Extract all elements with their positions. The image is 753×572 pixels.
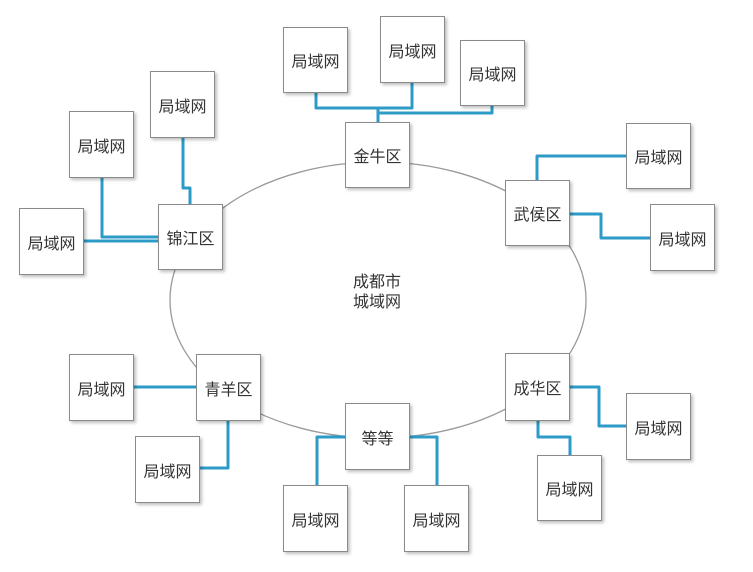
lan-node: 局域网 bbox=[650, 204, 715, 271]
lan-node: 局域网 bbox=[537, 455, 602, 521]
link-jinjiang-lan-1 bbox=[181, 138, 192, 204]
district-node-wuhou: 武侯区 bbox=[505, 180, 570, 246]
center-label-line1: 成都市 bbox=[352, 272, 401, 291]
link-jinniu-lan-1 bbox=[314, 93, 380, 122]
district-node-dengdeng: 等等 bbox=[345, 403, 410, 470]
district-node-jinjiang: 锦江区 bbox=[158, 204, 223, 270]
lan-node: 局域网 bbox=[404, 485, 469, 552]
district-node-qingyang: 青羊区 bbox=[196, 354, 261, 421]
link-chenghua-lan-1 bbox=[570, 385, 626, 428]
lan-node: 局域网 bbox=[626, 393, 691, 460]
lan-node: 局域网 bbox=[135, 436, 200, 503]
lan-node: 局域网 bbox=[380, 16, 445, 83]
link-wuhou-lan-1 bbox=[535, 154, 626, 180]
link-jinjiang-lan-2 bbox=[100, 178, 158, 239]
link-dengdeng-lan-2 bbox=[410, 435, 439, 485]
lan-node: 局域网 bbox=[150, 71, 215, 138]
link-dengdeng-lan-1 bbox=[315, 435, 345, 485]
lan-node: 局域网 bbox=[460, 40, 525, 106]
district-node-jinniu: 金牛区 bbox=[345, 122, 410, 188]
lan-node: 局域网 bbox=[626, 123, 691, 189]
link-chenghua-lan-2 bbox=[536, 421, 572, 455]
link-wuhou-lan-2 bbox=[570, 212, 650, 240]
lan-node: 局域网 bbox=[283, 27, 348, 93]
lan-node: 局域网 bbox=[283, 485, 348, 552]
metro-network-label: 成都市 城域网 bbox=[327, 272, 427, 312]
link-jinniu-lan-2 bbox=[378, 83, 414, 110]
link-qingyang-lan-2 bbox=[200, 421, 230, 470]
lan-node: 局域网 bbox=[19, 208, 84, 275]
lan-node: 局域网 bbox=[69, 111, 134, 178]
center-label-line2: 城域网 bbox=[352, 292, 401, 311]
link-jinniu-lan-3 bbox=[376, 106, 494, 122]
district-node-chenghua: 成华区 bbox=[505, 353, 570, 421]
lan-node: 局域网 bbox=[69, 354, 134, 421]
